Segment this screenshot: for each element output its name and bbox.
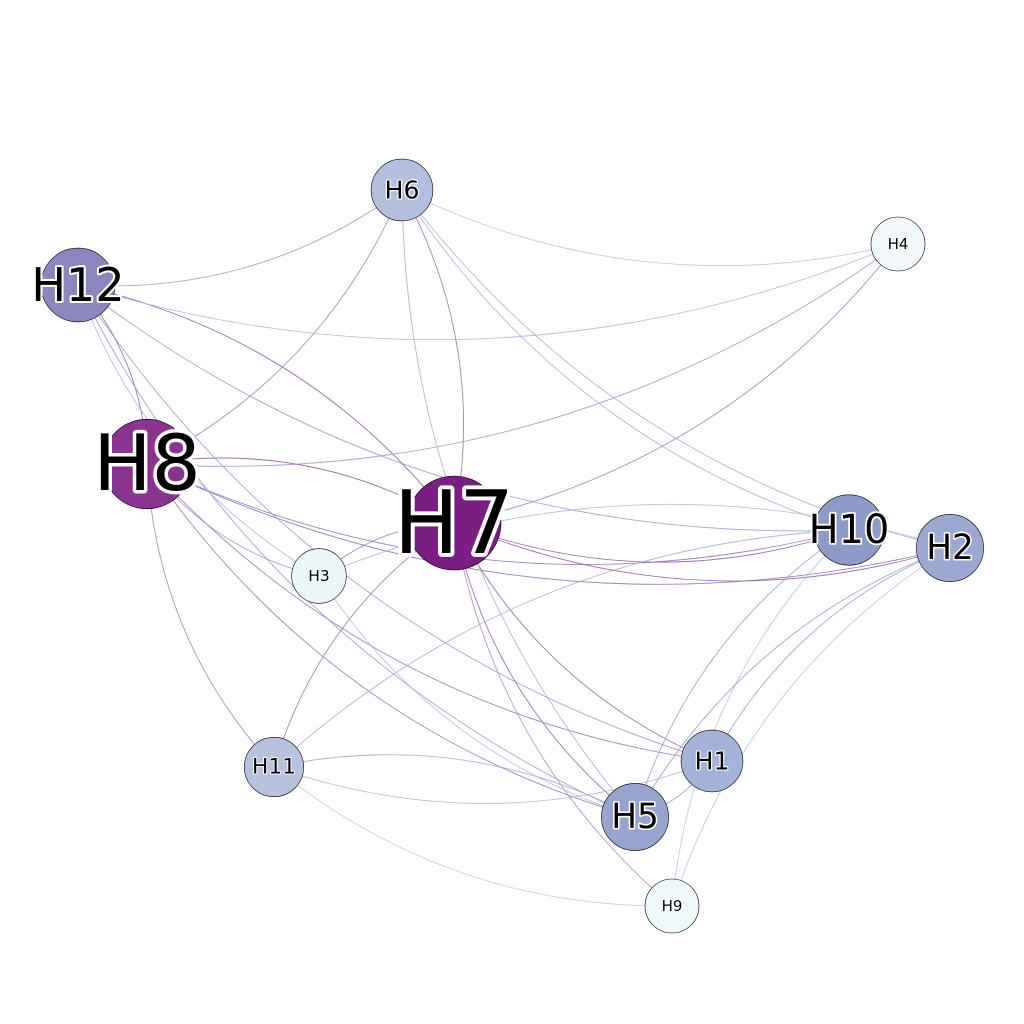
node-label-h5: H5 (611, 797, 659, 837)
node-h8[interactable]: H8 (90, 416, 205, 513)
node-h1[interactable]: H1 (680, 729, 744, 793)
node-label-h12: H12 (31, 258, 124, 312)
node-circle-h12[interactable] (40, 247, 116, 323)
node-label-h7: H7 (394, 472, 515, 574)
node-label-h8: H8 (93, 419, 201, 509)
edge-h7-h9 (453, 522, 673, 907)
edge-h8-h2 (146, 463, 951, 585)
node-circle-h2[interactable] (916, 514, 984, 582)
node-circle-h4[interactable] (870, 216, 926, 272)
node-circle-h6[interactable] (370, 158, 434, 222)
edge-h8-h6 (146, 189, 403, 465)
node-label-h10: H10 (809, 507, 890, 553)
edge-h2-h9 (671, 547, 951, 907)
edge-h3-h5 (318, 575, 636, 818)
edge-h10-h5 (634, 529, 850, 818)
edge-h8-h10 (146, 463, 850, 565)
node-h2[interactable]: H2 (916, 514, 984, 582)
node-circle-h10[interactable] (813, 494, 885, 566)
node-h9[interactable]: H9 (644, 878, 700, 934)
edge-h12-h6 (77, 189, 403, 287)
node-h12[interactable]: H12 (29, 247, 127, 323)
edge-h6-h10 (401, 189, 850, 531)
node-circle-h11[interactable] (244, 736, 305, 797)
node-circle-h5[interactable] (601, 783, 669, 851)
node-h10[interactable]: H10 (807, 494, 891, 566)
edge-h2-h5 (634, 547, 951, 818)
node-h3[interactable]: H3 (291, 548, 347, 604)
edge-h10-h9 (671, 529, 850, 907)
node-h6[interactable]: H6 (370, 158, 434, 222)
edge-h11-h9 (273, 766, 673, 907)
node-label-h1: H1 (695, 747, 730, 776)
node-h4[interactable]: H4 (870, 216, 926, 272)
node-h7[interactable]: H7 (390, 468, 519, 578)
edge-h7-h4 (453, 243, 899, 524)
node-label-h4: H4 (888, 235, 909, 253)
edge-h7-h5 (453, 522, 636, 818)
node-label-h11: H11 (252, 755, 296, 780)
edge-h12-h10 (77, 284, 850, 532)
edge-h6-h4 (401, 189, 899, 267)
edge-h5-h11 (273, 754, 636, 818)
edge-h8-h1 (146, 463, 713, 762)
edge-h12-h1 (77, 284, 713, 762)
node-h11[interactable]: H11 (244, 736, 305, 797)
node-label-h6: H6 (385, 176, 420, 205)
edge-h7-h12 (77, 284, 455, 524)
edge-h8-h4 (146, 243, 899, 467)
edge-h2-h1 (711, 547, 951, 762)
node-label-h2: H2 (926, 528, 974, 568)
node-circle-h7[interactable] (406, 475, 502, 571)
edge-h10-h11 (273, 529, 850, 768)
node-h5[interactable]: H5 (601, 783, 669, 851)
node-label-h3: H3 (308, 567, 330, 585)
node-circle-h9[interactable] (644, 878, 700, 934)
edge-h11-h1 (273, 760, 713, 804)
node-circle-h8[interactable] (101, 418, 193, 510)
edge-h7-h2 (453, 522, 951, 582)
node-label-h9: H9 (662, 897, 683, 915)
edge-h8-h5 (146, 463, 636, 818)
node-circle-h3[interactable] (291, 548, 347, 604)
edge-h12-h4 (77, 243, 899, 341)
edge-h8-h11 (146, 463, 275, 768)
node-circle-h1[interactable] (680, 729, 744, 793)
